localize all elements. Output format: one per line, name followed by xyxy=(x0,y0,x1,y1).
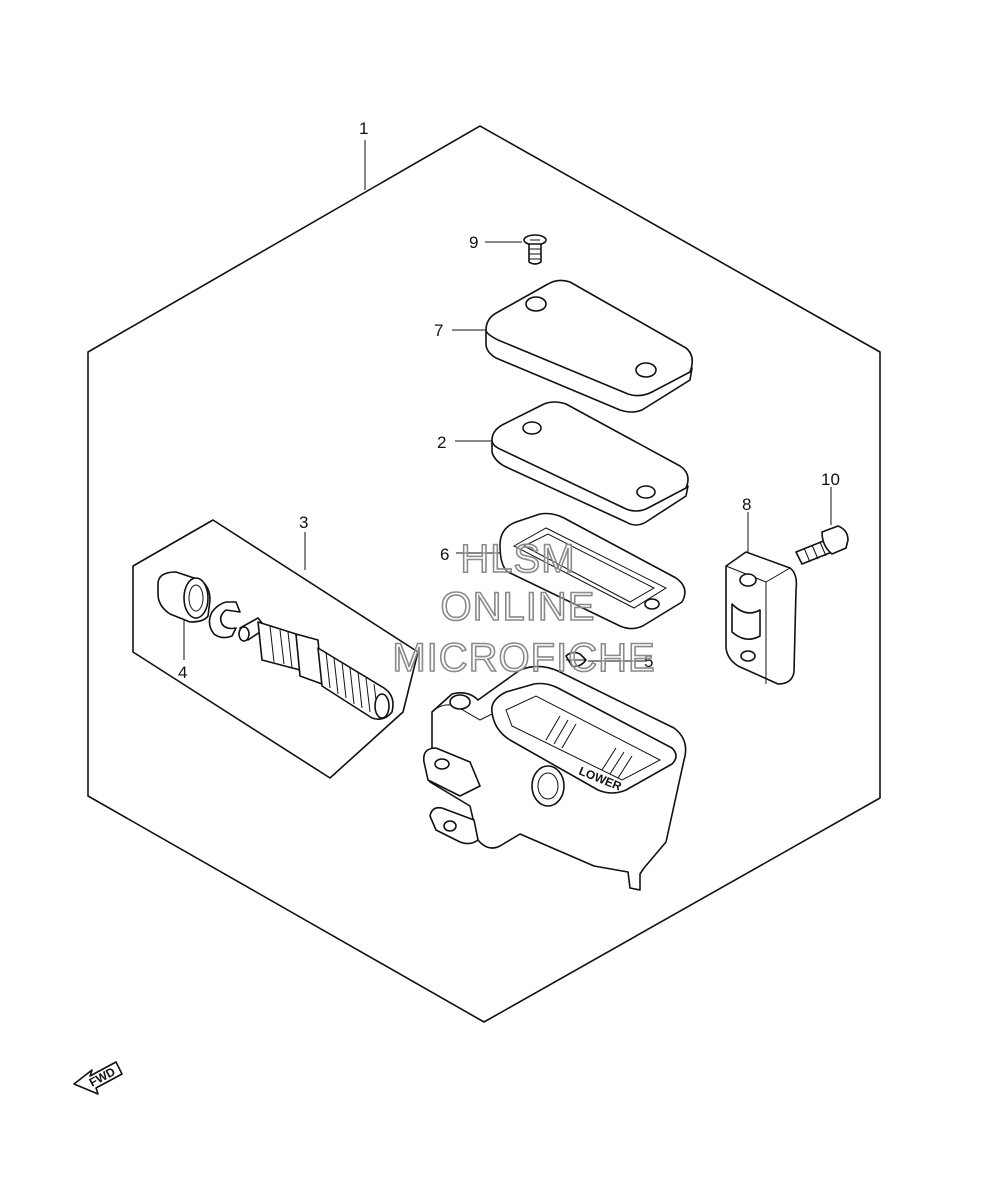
kit-outline-hexagon xyxy=(87,125,881,1023)
callout-2: 2 xyxy=(437,433,446,452)
part-6-diaphragm xyxy=(499,512,686,630)
callout-10: 10 xyxy=(821,470,840,489)
part-master-cylinder-body: LOWER xyxy=(422,665,687,891)
callout-1: 1 xyxy=(359,119,368,138)
part-7-reservoir-cap xyxy=(485,279,694,413)
part-8-clamp xyxy=(725,551,798,685)
callout-9: 9 xyxy=(469,233,478,252)
part-circlip xyxy=(208,601,241,639)
watermark-line-1: HLSM xyxy=(460,537,575,581)
part-4-boot xyxy=(157,571,211,623)
callout-3: 3 xyxy=(299,513,308,532)
watermark-line-3: MICROFICHE xyxy=(392,636,655,680)
part-2-plate xyxy=(491,401,689,526)
part-10-bolt xyxy=(795,525,849,565)
watermark: HLSM ONLINE MICROFICHE xyxy=(392,536,656,681)
callout-7: 7 xyxy=(434,321,443,340)
leader-lines xyxy=(183,140,832,662)
part-9-screw xyxy=(523,234,547,265)
callout-8: 8 xyxy=(742,495,751,514)
callout-6: 6 xyxy=(440,545,449,564)
watermark-line-2: ONLINE xyxy=(441,585,596,629)
part-5-clip xyxy=(565,651,587,668)
piston-kit-outline xyxy=(132,519,419,779)
fwd-arrow-icon: FWD xyxy=(73,1061,123,1095)
callout-4: 4 xyxy=(178,663,187,682)
part-piston-assembly xyxy=(238,617,394,720)
callout-5: 5 xyxy=(644,652,653,671)
